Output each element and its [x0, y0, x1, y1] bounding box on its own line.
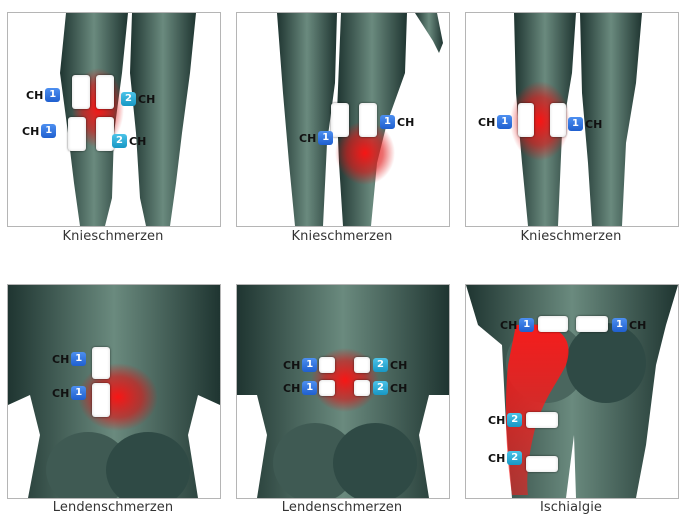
illustration-back — [237, 285, 449, 498]
electrode-pad — [319, 380, 335, 396]
channel-1-badge: 1 — [612, 318, 627, 332]
channel-1-badge: 1 — [45, 88, 61, 102]
electrode-pad — [319, 357, 335, 373]
electrode-pad — [92, 347, 110, 379]
channel-1-badge: 1 — [41, 124, 57, 138]
channel-1-badge: 1 — [71, 386, 87, 400]
channel-1-badge: 1 — [519, 318, 535, 332]
channel-2-badge: 2 — [373, 358, 388, 372]
channel-2-badge: 2 — [112, 134, 127, 148]
channel-1-badge: 1 — [380, 115, 395, 129]
channel-1-badge: 1 — [302, 381, 318, 395]
panel-caption: Ischialgie — [539, 500, 603, 515]
channel-2-badge: 2 — [507, 451, 523, 465]
panel-caption: Knieschmerzen — [291, 229, 393, 244]
electrode-pad — [92, 383, 110, 417]
electrode-pad — [576, 316, 608, 332]
panel-caption: Lendenschmerzen — [281, 500, 403, 515]
illustration-back — [8, 285, 220, 498]
illustration-legs-back — [510, 13, 642, 226]
electrode-pad — [354, 380, 370, 396]
electrode-pad — [354, 357, 370, 373]
illustration-legs-front — [60, 13, 196, 226]
channel-2-badge: 2 — [507, 413, 523, 427]
electrode-pad — [96, 75, 114, 109]
electrode-pad — [331, 103, 349, 137]
channel-1-badge: 1 — [318, 131, 334, 145]
illustration-back-legs — [466, 285, 678, 498]
channel-1-badge: 1 — [302, 358, 318, 372]
electrode-pad — [359, 103, 377, 137]
electrode-pad — [518, 103, 534, 137]
electrode-pad — [96, 117, 114, 151]
channel-1-badge: 1 — [71, 352, 87, 366]
electrode-pad — [72, 75, 90, 109]
channel-1-badge: 1 — [497, 115, 513, 129]
electrode-pad — [538, 316, 568, 332]
panel-caption: Knieschmerzen — [520, 229, 622, 244]
channel-2-badge: 2 — [121, 92, 136, 106]
panel-caption: Lendenschmerzen — [52, 500, 174, 515]
channel-1-badge: 1 — [568, 117, 583, 131]
electrode-pad — [526, 456, 558, 472]
channel-2-badge: 2 — [373, 381, 388, 395]
electrode-pad — [526, 412, 558, 428]
electrode-pad — [68, 117, 86, 151]
panel-caption: Knieschmerzen — [62, 229, 164, 244]
electrode-pad — [550, 103, 566, 137]
